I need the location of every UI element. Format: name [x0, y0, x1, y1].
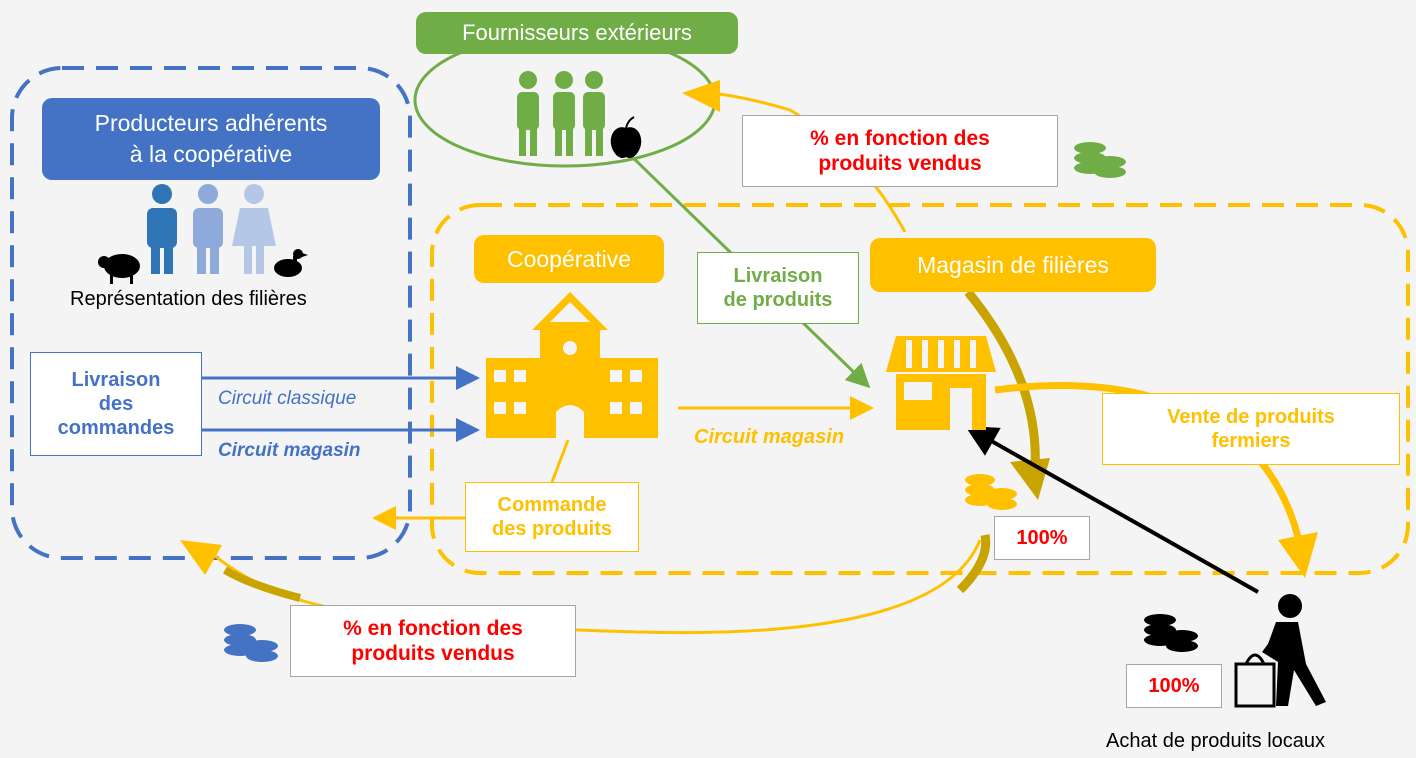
coins-icon-gold	[965, 474, 1017, 510]
circuit-shop-label-yellow: Circuit magasin	[694, 426, 845, 448]
delivery-orders-line2: des	[98, 393, 134, 415]
producers-title-line2: à la coopérative	[129, 141, 293, 167]
shopper-icon	[1234, 594, 1326, 708]
sale-products-box: Vente de produits fermiers	[1102, 393, 1400, 465]
cooperative-title-text: Coopérative	[506, 245, 632, 272]
big-arrow-to-customer-head	[1278, 532, 1318, 578]
coins-icon-blue	[224, 624, 278, 662]
cooperative-shop-region	[430, 203, 1410, 575]
supplier-delivery-line1: Livraison	[733, 265, 823, 287]
duck-icon	[274, 249, 308, 277]
share-top-line2: produits vendus	[818, 152, 982, 175]
supplier-delivery-box: Livraison de produits	[697, 252, 859, 324]
percent-shop-text: 100%	[1016, 527, 1068, 549]
circuit-classic-label: Circuit classique	[218, 388, 357, 409]
store-icon	[886, 336, 996, 430]
order-products-line2: des produits	[491, 518, 612, 540]
order-products-line1: Commande	[497, 494, 607, 516]
big-arrow-to-producers-mid	[222, 566, 302, 602]
arrow-customer-to-shop	[965, 426, 1259, 594]
order-products-box: Commande des produits	[465, 482, 639, 552]
suppliers-title: Fournisseurs extérieurs	[416, 12, 738, 54]
sheep-icon	[98, 254, 140, 284]
sale-products-line2: fermiers	[1211, 430, 1291, 452]
percent-customer-box: 100%	[1126, 664, 1222, 708]
big-arrow-to-producers-head	[180, 540, 222, 575]
customer-caption: Achat de produits locaux	[1106, 730, 1326, 752]
delivery-orders-line3: commandes	[57, 417, 175, 439]
circuit-shop-label-blue: Circuit magasin	[218, 440, 361, 461]
cooperative-title: Coopérative	[474, 235, 664, 283]
building-icon	[486, 292, 658, 438]
shop-title: Magasin de filières	[870, 238, 1156, 292]
share-top-box: % en fonction des produits vendus	[742, 115, 1058, 187]
people-icon	[517, 71, 605, 156]
coins-icon-green	[1074, 142, 1126, 178]
share-bottom-box: % en fonction des produits vendus	[290, 605, 576, 677]
percent-shop-box: 100%	[994, 516, 1090, 560]
suppliers-title-text: Fournisseurs extérieurs	[462, 20, 692, 45]
producers-title-line1: Producteurs adhérents	[94, 109, 328, 136]
producers-people-icon	[147, 184, 276, 274]
shop-title-text: Magasin de filières	[917, 251, 1109, 278]
delivery-orders-box: Livraison des commandes	[30, 352, 202, 456]
supplier-delivery-line2: de produits	[723, 289, 833, 311]
delivery-orders-line1: Livraison	[71, 369, 161, 391]
producers-caption: Représentation des filières	[70, 288, 307, 310]
coins-icon-black	[1144, 614, 1198, 652]
big-arrow-shop-to-coins	[964, 289, 1040, 471]
share-top-line1: % en fonction des	[810, 126, 990, 150]
big-arrow-to-producers-tail	[956, 534, 991, 594]
sale-products-line1: Vente de produits	[1167, 406, 1335, 428]
order-connector	[550, 439, 570, 483]
producers-title: Producteurs adhérents à la coopérative	[42, 98, 380, 180]
apple-icon	[610, 116, 642, 158]
share-bottom-line2: produits vendus	[351, 642, 515, 665]
big-arrow-to-suppliers-head	[682, 80, 720, 112]
percent-customer-text: 100%	[1148, 675, 1200, 697]
share-bottom-line1: % en fonction des	[343, 616, 523, 640]
